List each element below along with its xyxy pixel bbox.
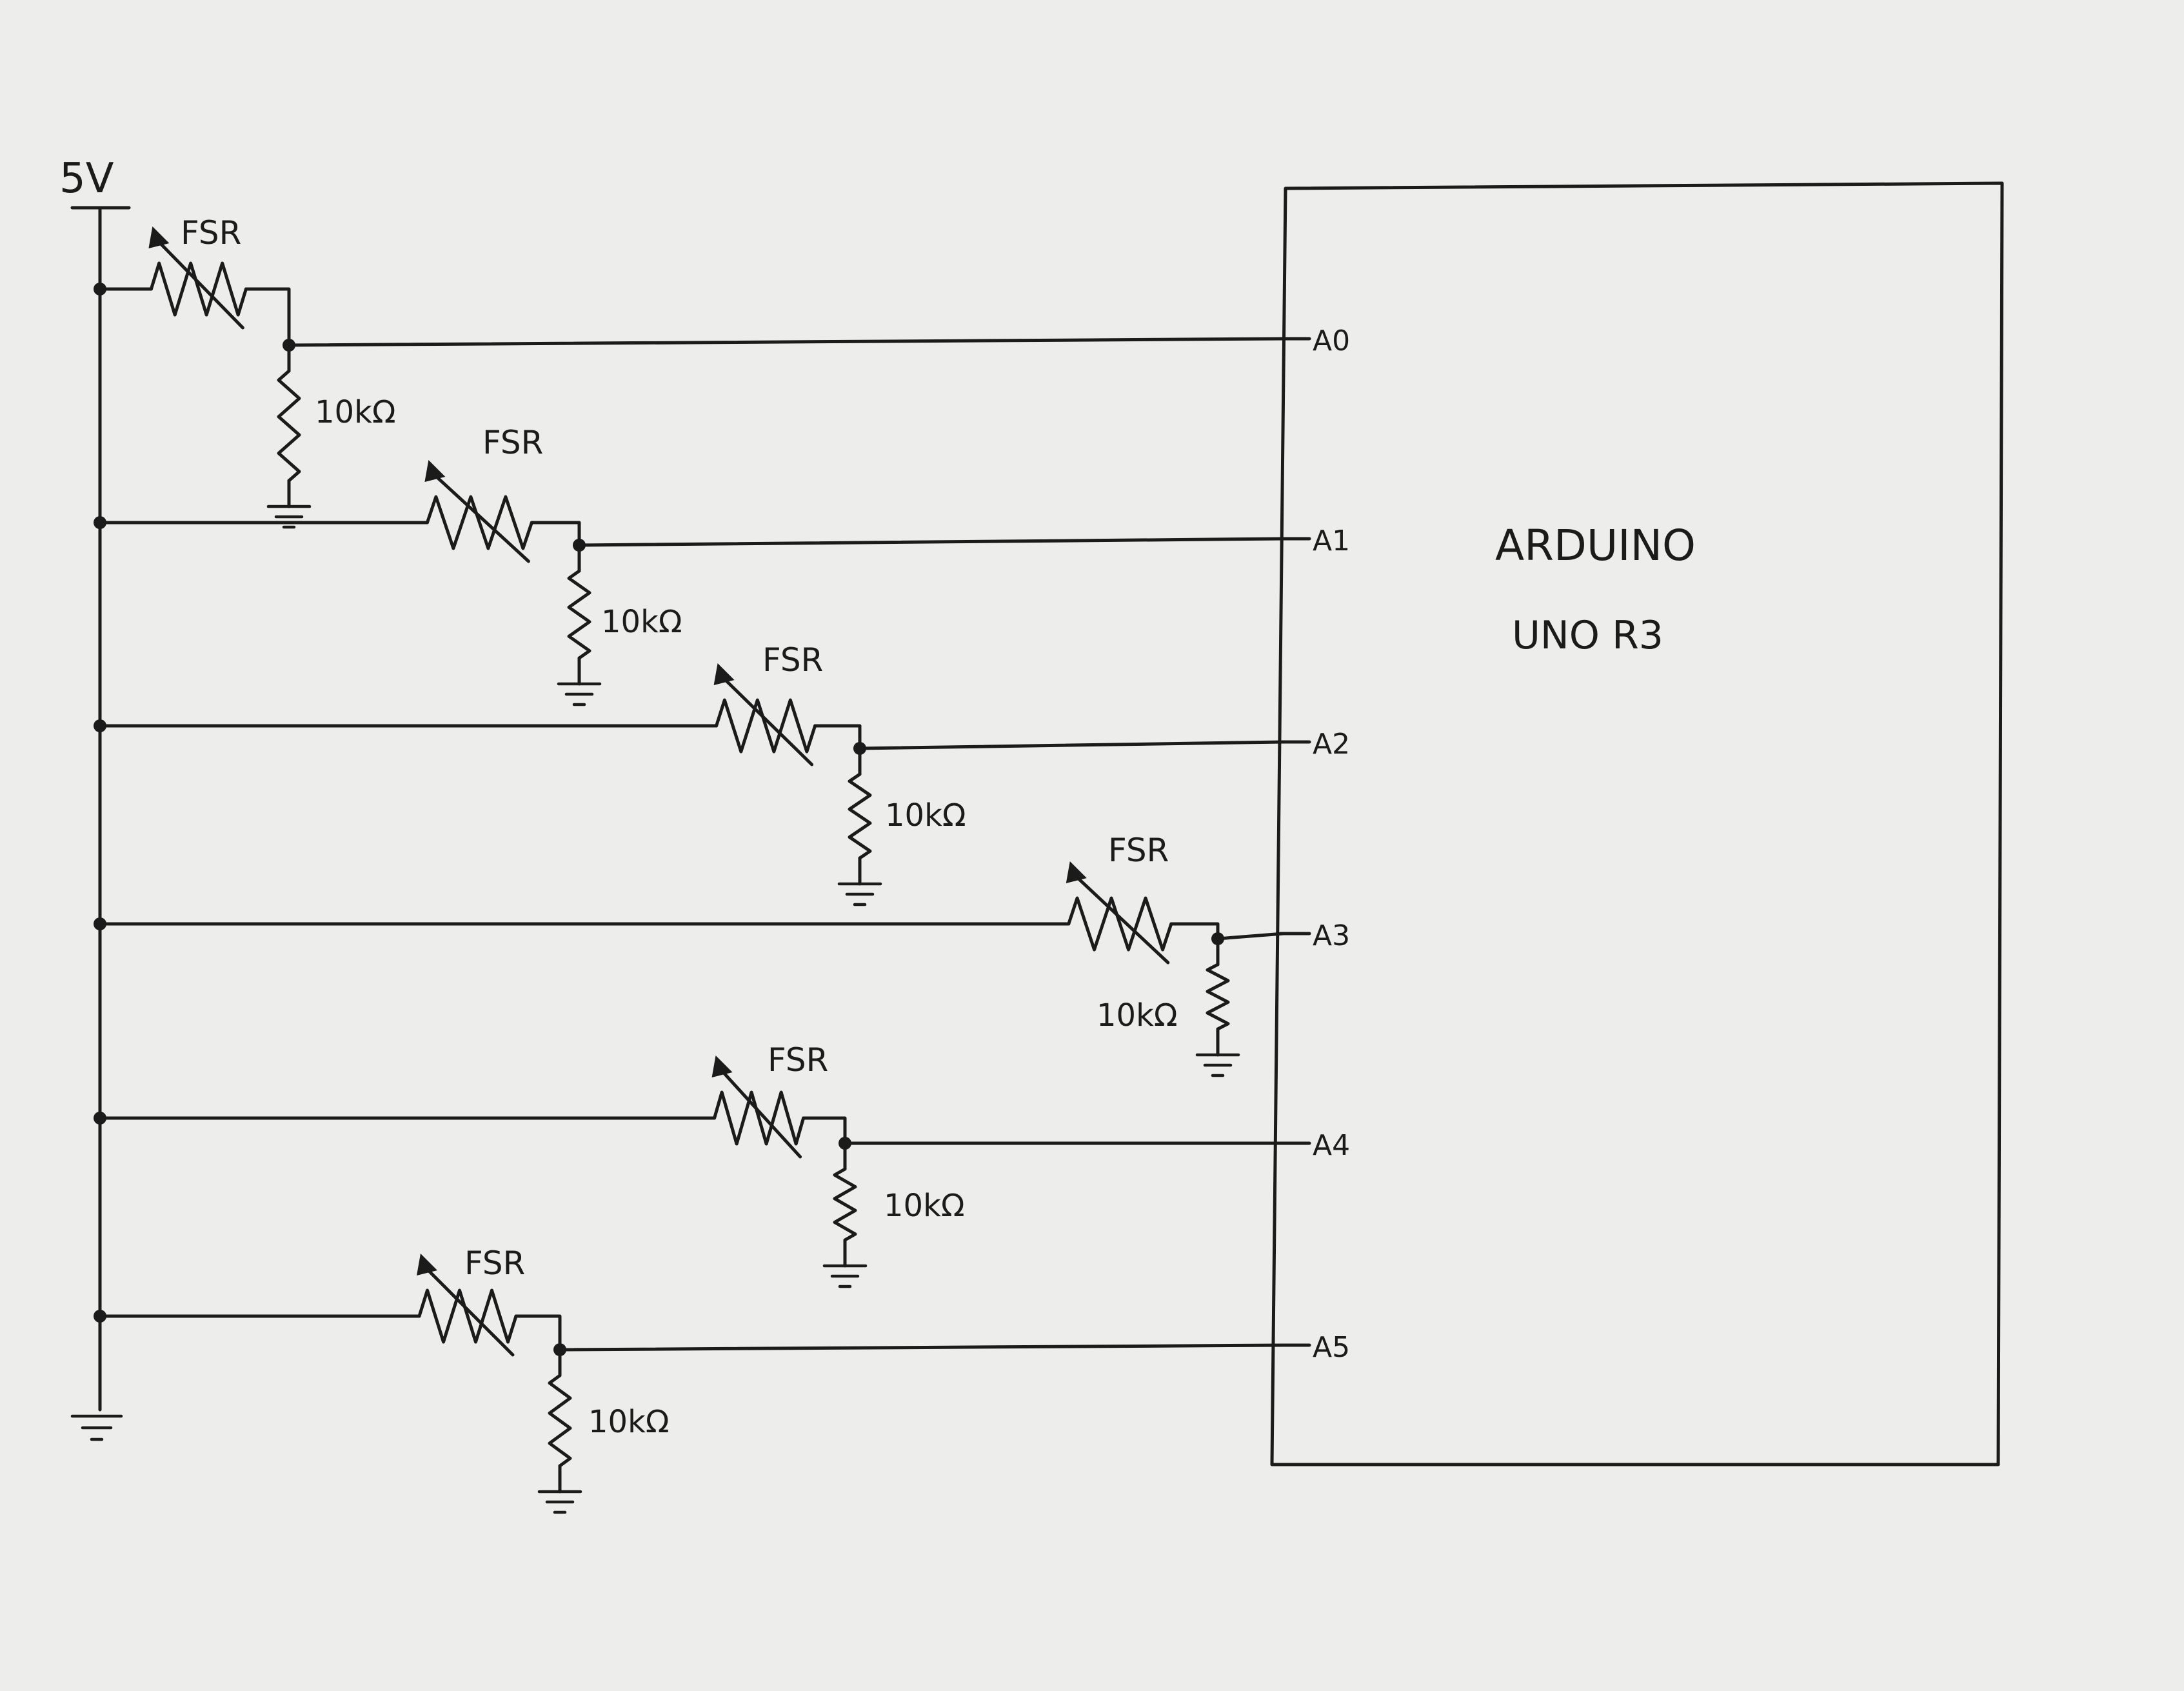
sensor-branch-4: FSR A4 10kΩ	[94, 1041, 1350, 1288]
supply-5v: 5V	[59, 155, 131, 210]
fsr-output-wire	[514, 1314, 562, 1352]
fsr-output-wire	[1169, 922, 1220, 941]
sensor-branches: FSR A0 10kΩ FSR A1 10kΩ FSR A2 10kΩ FSR A3 10kΩ FSR A…	[94, 214, 1350, 1514]
pin-label: A0	[1313, 325, 1350, 357]
resistor-label: 10kΩ	[601, 604, 682, 640]
fsr-arrow-head	[424, 460, 446, 482]
rail-ground-icon	[70, 1414, 123, 1441]
fsr-arrow-head	[713, 663, 735, 685]
ground-icon	[266, 505, 312, 529]
supply-label: 5V	[59, 155, 114, 203]
fsr-sensor-icon	[1066, 861, 1173, 965]
pin-label: A1	[1313, 525, 1350, 557]
fsr-sensor-icon	[417, 1254, 518, 1357]
fsr-output-wire	[813, 724, 862, 750]
pin-label: A3	[1313, 919, 1350, 952]
fsr-zigzag	[715, 698, 817, 754]
pin-label: A5	[1313, 1331, 1350, 1364]
ground-icon	[1195, 1053, 1240, 1077]
fsr-arrow-shaft	[719, 1068, 802, 1159]
fsr-sensor-icon	[711, 1056, 806, 1159]
pulldown-resistor-icon	[548, 1348, 572, 1494]
sensor-branch-2: FSR A2 10kΩ	[94, 641, 1350, 906]
fsr-zigzag	[1067, 896, 1173, 952]
fsr-zigzag	[425, 495, 533, 550]
signal-wire	[1216, 932, 1286, 941]
resistor-zigzag	[277, 369, 301, 483]
fsr-label: FSR	[464, 1245, 525, 1282]
ground-icon	[557, 682, 602, 706]
fsr-arrow-shaft	[155, 239, 244, 330]
resistor-label: 10kΩ	[588, 1404, 670, 1440]
pulldown-resistor-icon	[567, 543, 591, 686]
sensor-branch-3: FSR A3 10kΩ	[94, 832, 1350, 1077]
fsr-zigzag	[713, 1090, 806, 1146]
resistor-label: 10kΩ	[1097, 997, 1178, 1034]
resistor-zigzag	[548, 1374, 572, 1468]
signal-wire	[858, 740, 1286, 750]
board-model: UNO R3	[1512, 613, 1663, 658]
fsr-sensor-icon	[713, 663, 817, 766]
fsr-arrow-head	[1066, 861, 1087, 883]
fsr-label: FSR	[768, 1041, 828, 1079]
fsr-label: FSR	[1108, 832, 1169, 869]
arduino-board: ARDUINO UNO R3	[1270, 181, 2004, 1466]
signal-wire	[287, 337, 1286, 347]
fsr-arrow-shaft	[424, 1266, 515, 1357]
sensor-branch-1: FSR A1 10kΩ	[94, 424, 1350, 706]
fsr-arrow-head	[711, 1056, 733, 1077]
board-name: ARDUINO	[1495, 521, 1696, 570]
fsr-zigzag	[149, 261, 248, 317]
pulldown-resistor-icon	[1206, 937, 1230, 1057]
fsr-arrow-shaft	[432, 472, 530, 563]
signal-wire	[577, 537, 1286, 547]
resistor-label: 10kΩ	[315, 394, 396, 430]
resistor-zigzag	[1206, 963, 1230, 1031]
fsr-label: FSR	[762, 641, 823, 679]
fsr-label: FSR	[181, 214, 241, 252]
signal-wire	[558, 1343, 1286, 1352]
pulldown-resistor-icon	[848, 746, 872, 886]
fsr-output-wire	[244, 287, 291, 347]
fsr-arrow-shaft	[1073, 874, 1170, 965]
fsr-zigzag	[417, 1288, 518, 1344]
ground-icon	[537, 1490, 582, 1514]
fsr-output-wire	[530, 521, 581, 547]
ground-icon	[822, 1264, 868, 1288]
pulldown-resistor-icon	[833, 1141, 857, 1268]
fsr-arrow-head	[417, 1254, 437, 1276]
pin-label: A2	[1313, 728, 1350, 761]
fsr-arrow-shaft	[721, 675, 814, 766]
pulldown-resistor-icon	[277, 343, 301, 508]
fsr-sensor-icon	[424, 460, 533, 563]
fsr-sensor-icon	[148, 226, 248, 330]
resistor-zigzag	[567, 569, 591, 660]
fsr-output-wire	[802, 1116, 847, 1145]
fsr-arrow-head	[148, 226, 170, 248]
resistor-label: 10kΩ	[885, 797, 966, 834]
resistor-zigzag	[848, 772, 872, 860]
pin-label: A4	[1313, 1129, 1350, 1162]
resistor-zigzag	[833, 1167, 857, 1242]
resistor-label: 10kΩ	[884, 1188, 965, 1224]
ground-icon	[837, 882, 882, 906]
sensor-branch-5: FSR A5 10kΩ	[94, 1245, 1350, 1514]
fsr-label: FSR	[482, 424, 543, 461]
sensor-branch-0: FSR A0 10kΩ	[94, 214, 1350, 529]
